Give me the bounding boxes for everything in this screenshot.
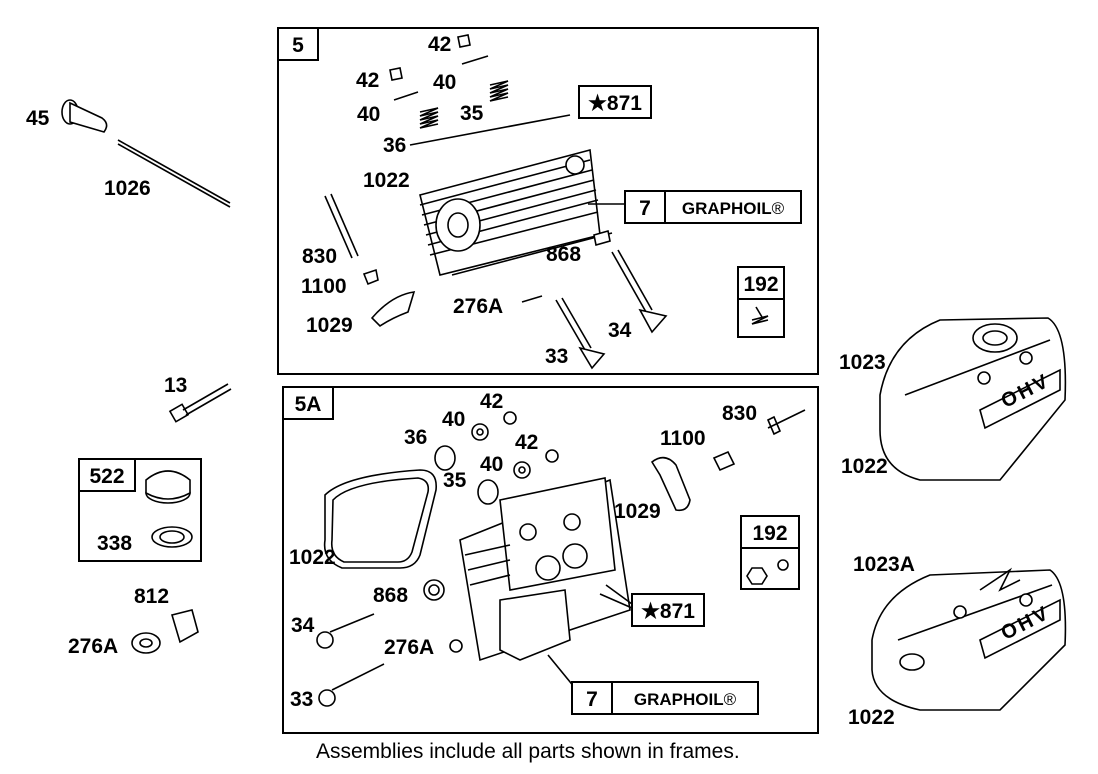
lower-label-1029: 1029 xyxy=(614,500,661,523)
upper-label-40b: 40 xyxy=(357,103,381,126)
upper-label-868: 868 xyxy=(546,243,582,266)
label-1022-upper-cover: 1022 xyxy=(841,455,888,478)
assemblies-caption: Assemblies include all parts shown in fr… xyxy=(316,740,740,763)
upper-springs-drawing xyxy=(389,34,509,129)
upper-graphoil-num: 7 xyxy=(624,190,666,224)
cap-label-338: 338 xyxy=(97,532,133,555)
lower-label-868: 868 xyxy=(373,584,409,607)
upper-assembly-frame xyxy=(277,27,819,375)
label-1023a: 1023A xyxy=(853,553,915,576)
valve-cover-1023A-drawing xyxy=(871,567,1067,711)
lower-kit-192-label: 192 xyxy=(740,515,800,549)
upper-label-1100: 1100 xyxy=(301,275,347,298)
upper-kit-192-label: 192 xyxy=(737,266,785,300)
lower-graphoil-text: GRAPHOIL xyxy=(633,690,724,709)
label-1026: 1026 xyxy=(104,177,151,200)
upper-graphoil-registered: ® xyxy=(771,199,785,218)
upper-misc-drawing xyxy=(324,193,769,370)
cap-assembly-frame xyxy=(78,458,202,562)
lower-graphoil-registered: ® xyxy=(723,690,737,709)
label-13: 13 xyxy=(164,374,188,397)
upper-label-830: 830 xyxy=(302,245,338,268)
upper-label-42b: 42 xyxy=(356,69,380,92)
lower-graphoil-num: 7 xyxy=(571,681,613,715)
valve-cover-1023-drawing xyxy=(879,317,1067,481)
lower-label-40b: 40 xyxy=(480,453,504,476)
upper-star-871-box: ★871 xyxy=(578,85,652,119)
oil-cap-drawing xyxy=(145,470,193,548)
upper-graphoil-box: GRAPHOIL® xyxy=(664,190,802,224)
upper-graphoil-text: GRAPHOIL xyxy=(681,199,772,218)
upper-label-36: 36 xyxy=(383,134,407,157)
upper-label-35: 35 xyxy=(460,102,484,125)
lower-label-1100: 1100 xyxy=(660,427,706,450)
lower-label-276a: 276A xyxy=(384,636,435,659)
upper-label-40a: 40 xyxy=(433,71,457,94)
lower-star-871-box: ★871 xyxy=(631,593,705,627)
lower-label-830: 830 xyxy=(722,402,758,425)
lower-label-36: 36 xyxy=(404,426,428,449)
breather-fitting-drawing xyxy=(131,609,199,654)
label-276a: 276A xyxy=(68,635,119,658)
label-1023: 1023 xyxy=(839,351,886,374)
upper-label-276a: 276A xyxy=(453,295,504,318)
lower-label-42b: 42 xyxy=(515,431,539,454)
lower-label-40a: 40 xyxy=(442,408,466,431)
label-812: 812 xyxy=(134,585,170,608)
upper-assembly-id: 5 xyxy=(277,27,319,61)
lower-assembly-id: 5A xyxy=(282,386,334,420)
lower-label-35: 35 xyxy=(443,469,467,492)
lower-label-33: 33 xyxy=(290,688,314,711)
upper-label-1022: 1022 xyxy=(363,169,410,192)
pushrod-guide-drawing xyxy=(61,99,231,208)
upper-label-33: 33 xyxy=(545,345,569,368)
label-45: 45 xyxy=(26,107,50,130)
label-1022-lower-cover: 1022 xyxy=(848,706,895,729)
lower-small-parts-drawing xyxy=(316,409,806,707)
lower-assembly-frame xyxy=(282,386,819,734)
upper-label-1029: 1029 xyxy=(306,314,353,337)
bolt-drawing xyxy=(168,383,232,423)
upper-label-42a: 42 xyxy=(428,33,452,56)
upper-label-34: 34 xyxy=(608,319,632,342)
lower-gasket-drawing xyxy=(323,469,437,569)
lower-label-1022: 1022 xyxy=(289,546,336,569)
lower-graphoil-box: GRAPHOIL® xyxy=(611,681,759,715)
lower-label-34: 34 xyxy=(291,614,315,637)
cap-assembly-id: 522 xyxy=(78,458,136,492)
lower-head-drawing xyxy=(459,477,633,689)
lower-label-42a: 42 xyxy=(480,390,504,413)
